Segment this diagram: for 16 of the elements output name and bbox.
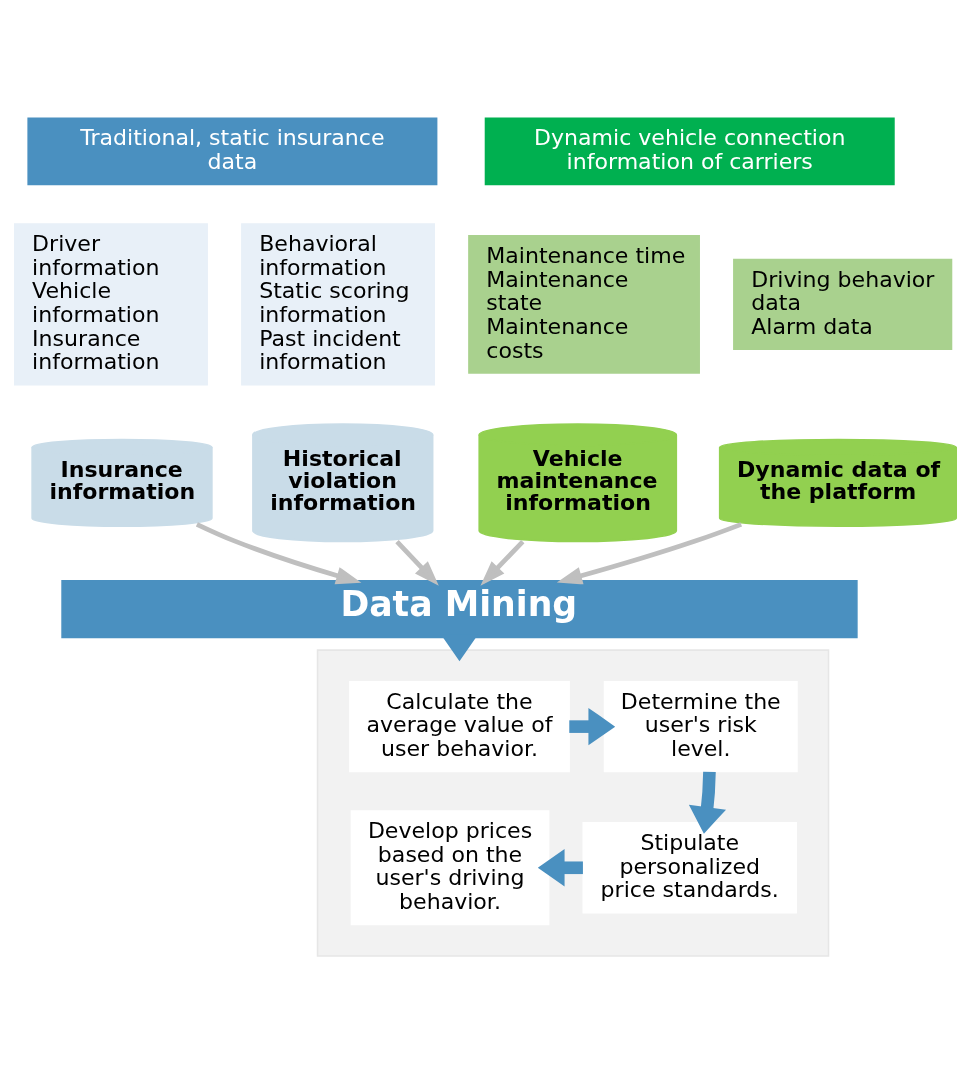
- cluster: [316, 649, 830, 957]
- node-box: Determine the user's risk level.: [603, 680, 798, 773]
- arrow: [569, 707, 616, 746]
- arrow: [480, 540, 525, 586]
- node-box: Driving behavior data Alarm data: [733, 258, 953, 351]
- arrow: [556, 522, 743, 585]
- node-box: Calculate the average value of user behavior.: [349, 680, 570, 773]
- arrow: [195, 522, 362, 585]
- node-box: Traditional, static insurance data: [27, 117, 438, 186]
- arrow: [537, 849, 583, 887]
- node-box: Maintenance time Maintenance state Maintenance costs: [468, 235, 700, 374]
- node-box: Dynamic vehicle connection information of carriers: [484, 117, 895, 186]
- arrow: [395, 540, 439, 586]
- arrow: [688, 771, 727, 834]
- node-box: Stipulate personalized price standards.: [582, 822, 797, 914]
- node-box: Develop prices based on the user's driving behavior.: [350, 810, 550, 926]
